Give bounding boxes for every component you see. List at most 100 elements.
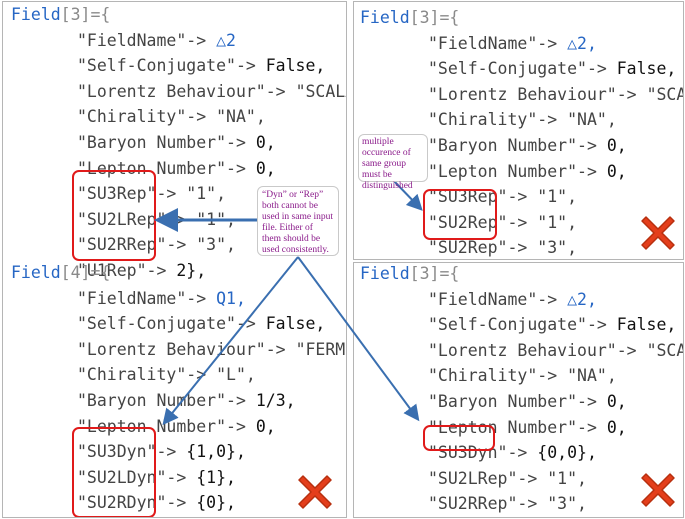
field-keyword: Field	[360, 264, 410, 283]
note-dyn-rep: “Dyn” or “Rep” both cannot be used in sa…	[257, 186, 339, 256]
property-key: "U1Rep"->	[77, 261, 167, 280]
property-key: "Self-Conjugate"->	[77, 314, 256, 334]
field-keyword: Field	[11, 5, 61, 24]
property-value: "3",	[547, 494, 587, 514]
property-line: "SU3Dyn"-> {0,0},	[428, 443, 597, 463]
field-index: [3]={	[60, 5, 111, 24]
property-line: "SU2Rep"-> "1",	[428, 213, 577, 233]
property-line: "Chirality"-> "NA",	[428, 110, 617, 130]
property-key: "Lepton Number"->	[77, 158, 246, 178]
property-key: "FieldName"->	[428, 33, 558, 53]
property-line: "Lorentz Behaviour"-> "SCALAR",	[428, 84, 684, 105]
property-value: "NA",	[567, 110, 617, 130]
property-line: "SU2LRep"-> "1",	[428, 469, 587, 489]
property-value: 1/3,	[255, 391, 296, 410]
bottom-right-panel: Field[3]={"FieldName"-> △2,"Self-Conjuga…	[353, 262, 684, 518]
property-value: "NA",	[567, 366, 617, 386]
property-key: "SU2Rep"->	[428, 238, 528, 258]
field-index: [3]={	[409, 8, 460, 27]
property-key: "Self-Conjugate"->	[77, 56, 256, 76]
property-line: "Self-Conjugate"-> False,	[77, 56, 325, 76]
property-key: "FieldName"->	[77, 288, 207, 308]
red-cross-icon	[293, 470, 337, 514]
left-panel: Field[3]={ "FieldName"-> △2 "Self-Conjugat…	[2, 1, 347, 518]
property-value: "1",	[186, 184, 227, 204]
property-line: "Lorentz Behaviour"-> "FERMION",	[77, 339, 346, 360]
property-value: False,	[616, 59, 677, 79]
property-key: "SU3Dyn"->	[428, 443, 528, 463]
property-value: Q1,	[216, 288, 246, 308]
property-line: "SU2RRep"-> "3",	[77, 235, 236, 255]
property-line: "Chirality"-> "NA",	[77, 107, 266, 127]
property-value: "3",	[537, 238, 578, 258]
property-key: "Baryon Number"->	[428, 392, 597, 411]
field-header: Field[3]={	[360, 8, 459, 28]
property-key: "SU3Dyn"->	[77, 442, 177, 462]
field-header: Field[3]={	[11, 5, 110, 25]
property-value: "FERMION",	[295, 339, 346, 359]
property-line: "SU2RDyn"-> {0},	[77, 493, 236, 513]
property-key: "SU2RRep"->	[428, 494, 538, 514]
property-line: "Lepton Number"-> 0,	[428, 162, 627, 182]
property-value: {1},	[196, 467, 236, 487]
property-value: "1",	[537, 187, 578, 207]
property-value: {0},	[196, 493, 236, 513]
highlight-su3dyn	[423, 425, 495, 451]
property-value: "SCALAR",	[295, 81, 346, 101]
red-cross-icon	[636, 468, 680, 512]
property-line: "SU2LDyn"-> {1},	[77, 468, 236, 488]
property-line: "SU3Rep"-> "1",	[77, 184, 226, 204]
property-value: 0,	[606, 136, 627, 155]
top-right-panel: Field[3]={ "FieldName"-> △2, "Self-Conjuga…	[353, 1, 684, 260]
field-index: [4]={	[60, 263, 111, 282]
property-key: "Chirality"->	[77, 107, 207, 127]
property-key: "Self-Conjugate"->	[428, 315, 607, 335]
property-key: "SU2RRep"->	[77, 235, 187, 255]
property-line: "Baryon Number"-> 0,	[428, 392, 627, 412]
property-value: 0,	[255, 158, 276, 178]
property-key: "Lorentz Behaviour"->	[428, 340, 637, 360]
property-value: False,	[616, 315, 677, 335]
property-value: False,	[265, 56, 326, 76]
property-line: "SU2Rep"-> "3",	[428, 238, 577, 258]
property-value: "3",	[196, 235, 236, 255]
highlight-rep-group	[72, 170, 156, 261]
note-multiple-occurrence: multiple occurence of same group must be…	[358, 134, 428, 191]
property-key: "Lorentz Behaviour"->	[428, 84, 637, 104]
property-line: "Chirality"-> "L",	[77, 365, 256, 385]
property-key: "FieldName"->	[428, 289, 558, 309]
property-key: "SU3Rep"->	[428, 187, 528, 207]
field-header: Field[4]={	[11, 263, 110, 283]
property-key: "Lorentz Behaviour"->	[77, 339, 286, 359]
property-value: 0,	[255, 416, 276, 436]
property-value: △2	[216, 30, 236, 50]
property-key: "Baryon Number"->	[77, 391, 246, 410]
highlight-dyn-group	[72, 427, 156, 517]
property-key: "Lepton Number"->	[428, 417, 597, 437]
property-line: "Chirality"-> "NA",	[428, 366, 617, 386]
property-value: △2,	[567, 289, 597, 309]
property-key: "SU2LDyn"->	[77, 467, 187, 487]
property-line: "FieldName"-> △2,	[428, 290, 597, 310]
property-value: △2,	[567, 33, 597, 53]
property-value: 0,	[606, 161, 627, 181]
property-line: "SU3Rep"-> "1",	[428, 187, 577, 207]
property-value: "L",	[216, 365, 256, 385]
property-key: "Lorentz Behaviour"->	[77, 81, 286, 101]
property-key: "FieldName"->	[77, 30, 207, 50]
property-line: "SU3Dyn"-> {1,0},	[77, 442, 246, 462]
property-value: 2},	[176, 261, 207, 280]
property-key: "Chirality"->	[77, 365, 207, 385]
property-value: "1",	[196, 209, 236, 229]
property-value: False,	[265, 314, 326, 334]
property-value: "1",	[537, 212, 578, 232]
property-value: "SCALAR",	[646, 84, 684, 104]
property-value: 0,	[606, 417, 627, 437]
property-line: "Lorentz Behaviour"-> "SCALAR",	[77, 81, 346, 102]
highlight-duplicate-su2	[423, 189, 497, 240]
property-line: "Self-Conjugate"-> False,	[77, 314, 325, 334]
property-line: "Lorentz Behaviour"-> "SCALAR",	[428, 340, 683, 361]
property-line: "Self-Conjugate"-> False,	[428, 59, 676, 79]
property-key: "SU3Rep"->	[77, 184, 177, 204]
property-line: "SU2RRep"-> "3",	[428, 494, 587, 514]
